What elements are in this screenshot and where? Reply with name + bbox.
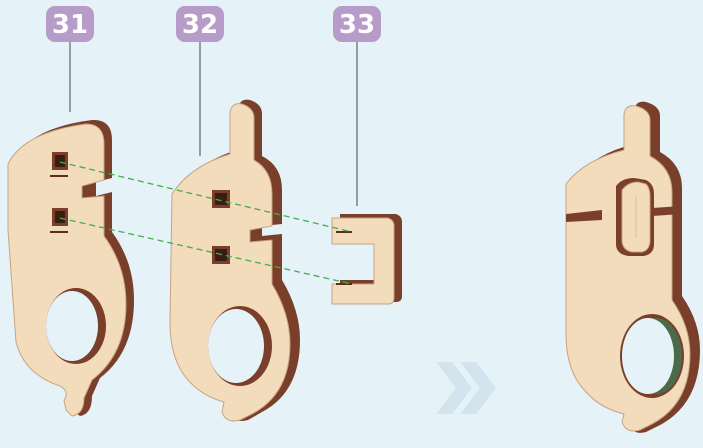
part-33-badge: 33 xyxy=(333,6,381,42)
part-32-label: 32 xyxy=(182,10,218,40)
part-32-piece xyxy=(170,100,300,421)
part-31-badge: 31 xyxy=(46,6,94,42)
part-33-label: 33 xyxy=(339,10,375,40)
part-33-piece xyxy=(332,214,402,304)
assembled-result xyxy=(566,102,700,433)
double-chevron-right-icon xyxy=(436,362,496,414)
part-32-badge: 32 xyxy=(176,6,224,42)
part-31-label: 31 xyxy=(52,10,88,40)
part-33-face xyxy=(332,218,394,304)
